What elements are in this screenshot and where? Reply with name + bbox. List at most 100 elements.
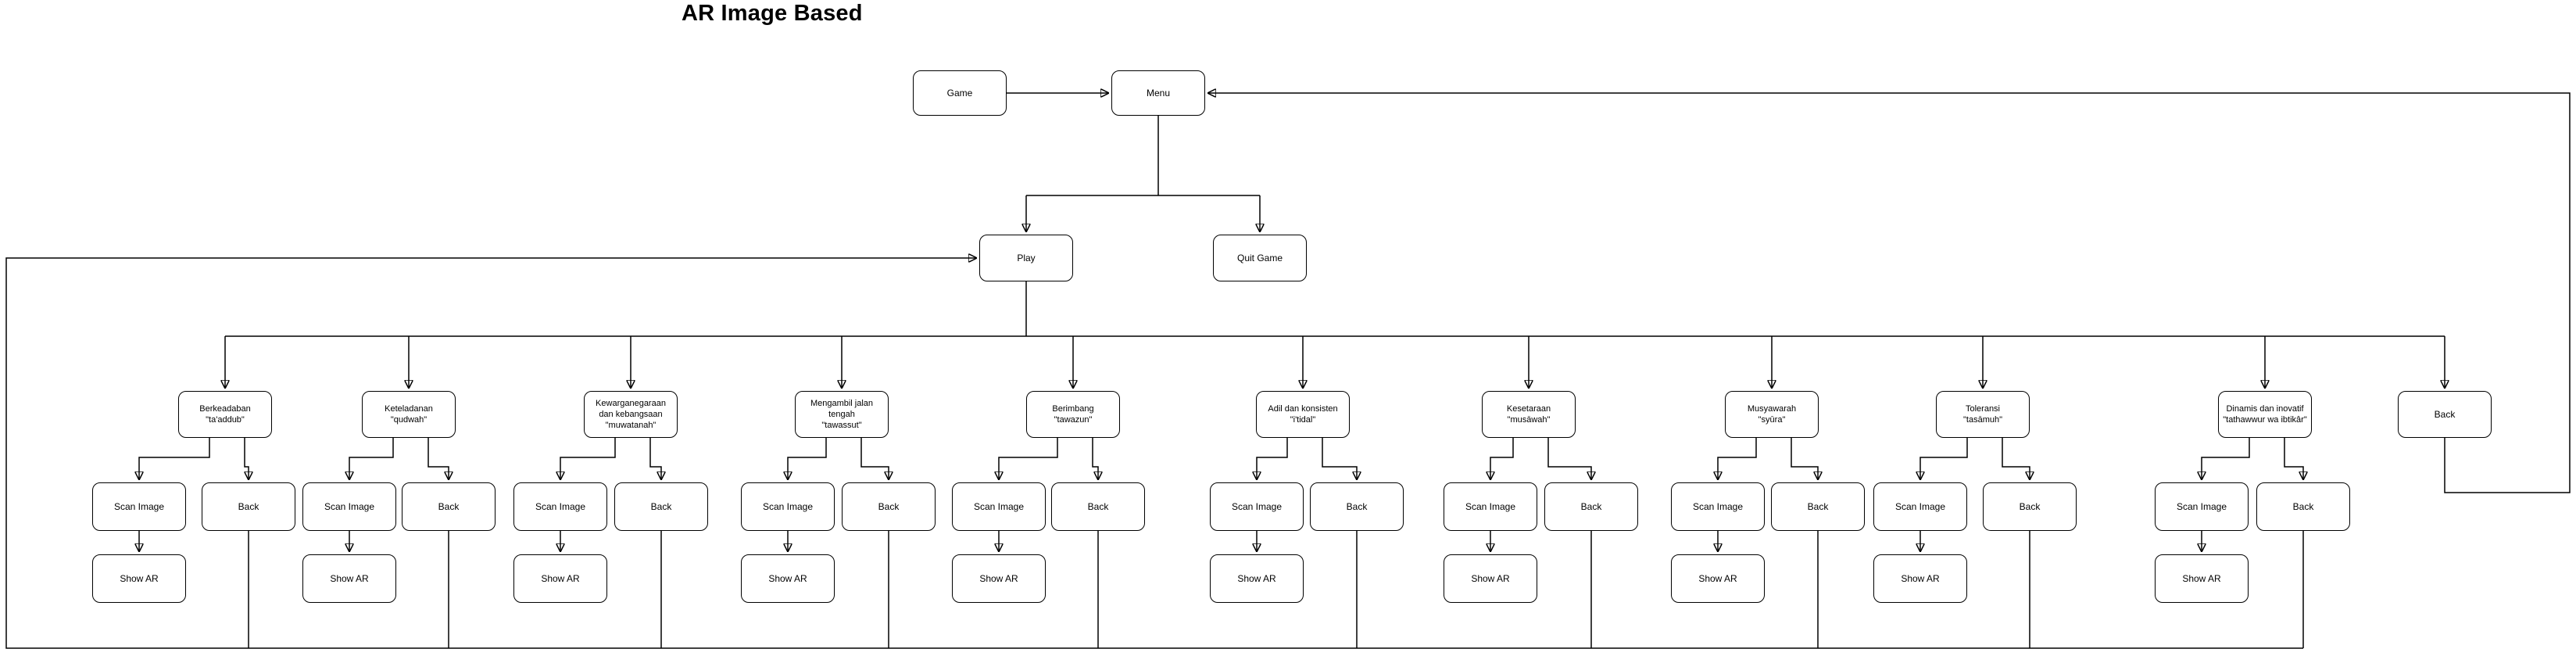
node-back-10-label: Back — [2292, 500, 2314, 512]
edge-cat6-to-back — [1322, 438, 1357, 479]
node-cat-9-label: "tasāmuh" — [1963, 415, 2002, 425]
node-cat-5: Berimbang"tawazun" — [1026, 391, 1120, 438]
edge-cat2-to-back — [428, 438, 449, 479]
node-menu: Menu — [1111, 70, 1205, 116]
edge-cat6-to-scan — [1257, 438, 1288, 479]
node-back-2-label: Back — [438, 500, 460, 512]
node-cat-5-label: Berimbang — [1052, 404, 1094, 414]
edge-cat10-to-back — [2284, 438, 2303, 479]
node-scan-10: Scan Image — [2155, 482, 2249, 531]
node-scan-3-label: Scan Image — [535, 500, 586, 512]
node-show-3: Show AR — [513, 554, 607, 603]
node-show-8: Show AR — [1671, 554, 1765, 603]
node-scan-5-label: Scan Image — [973, 500, 1025, 512]
edge-rail-to-play — [5, 258, 2303, 649]
node-show-5: Show AR — [952, 554, 1046, 603]
edge-cat5-to-scan — [999, 438, 1058, 479]
node-cat-6: Adil dan konsisten"i'tidal" — [1256, 391, 1350, 438]
edge-cat4-to-scan — [788, 438, 827, 479]
node-scan-7: Scan Image — [1444, 482, 1537, 531]
node-scan-4-label: Scan Image — [762, 500, 814, 512]
node-back-4: Back — [842, 482, 936, 531]
node-back-main-label: Back — [2434, 408, 2456, 420]
node-cat-8-label: Musyawarah — [1747, 404, 1797, 414]
node-cat-5-label: "tawazun" — [1054, 415, 1093, 425]
node-back-6-label: Back — [1346, 500, 1368, 512]
node-cat-1-label: "ta'addub" — [206, 415, 245, 425]
node-game-label: Game — [946, 87, 973, 99]
node-cat-4-label: Mengambil jalan — [810, 399, 874, 408]
node-back-7-label: Back — [1580, 500, 1602, 512]
node-scan-6: Scan Image — [1210, 482, 1304, 531]
node-cat-6-label: "i'tidal" — [1290, 415, 1316, 425]
node-show-2: Show AR — [302, 554, 396, 603]
node-back-main: Back — [2398, 391, 2492, 438]
node-back-3: Back — [614, 482, 708, 531]
node-scan-8: Scan Image — [1671, 482, 1765, 531]
node-back-5: Back — [1051, 482, 1145, 531]
node-show-4: Show AR — [741, 554, 835, 603]
node-cat-2: Keteladanan"qudwah" — [362, 391, 456, 438]
node-cat-7-label: Kesetaraan — [1506, 404, 1551, 414]
node-cat-8-label: "syūra" — [1758, 415, 1786, 425]
node-back-7: Back — [1544, 482, 1638, 531]
node-cat-10-label: Dinamis dan inovatif — [2226, 404, 2304, 414]
node-scan-9-label: Scan Image — [1894, 500, 1946, 512]
node-back-5-label: Back — [1087, 500, 1109, 512]
edge-cat1-to-back — [244, 438, 249, 479]
node-play-label: Play — [1017, 252, 1036, 263]
node-show-9: Show AR — [1873, 554, 1967, 603]
node-cat-1-label: Berkeadaban — [199, 404, 251, 414]
node-cat-9: Toleransi"tasāmuh" — [1936, 391, 2030, 438]
node-show-10-label: Show AR — [2182, 572, 2221, 584]
node-quit-game: Quit Game — [1213, 235, 1307, 281]
node-scan-10-label: Scan Image — [2176, 500, 2227, 512]
node-game: Game — [913, 70, 1007, 116]
node-scan-4: Scan Image — [741, 482, 835, 531]
node-scan-3: Scan Image — [513, 482, 607, 531]
edge-cat9-to-scan — [1920, 438, 1968, 479]
node-back-6: Back — [1310, 482, 1404, 531]
node-scan-9: Scan Image — [1873, 482, 1967, 531]
edge-cat9-to-back — [2002, 438, 2030, 479]
node-scan-7-label: Scan Image — [1465, 500, 1516, 512]
node-quit-game-label: Quit Game — [1236, 252, 1283, 263]
page-title: AR Image Based — [682, 1, 863, 26]
edge-cat5-to-back — [1092, 438, 1098, 479]
node-cat-7: Kesetaraan"musāwah" — [1482, 391, 1576, 438]
node-scan-2-label: Scan Image — [324, 500, 375, 512]
node-scan-5: Scan Image — [952, 482, 1046, 531]
edge-cat3-to-scan — [560, 438, 616, 479]
node-back-2: Back — [402, 482, 496, 531]
edge-cat8-to-scan — [1718, 438, 1757, 479]
node-back-1: Back — [202, 482, 295, 531]
node-back-10: Back — [2256, 482, 2350, 531]
node-cat-9-label: Toleransi — [1965, 404, 2001, 414]
node-show-6: Show AR — [1210, 554, 1304, 603]
node-cat-3-label: Kewarganegaraan — [596, 399, 666, 408]
node-back-8: Back — [1771, 482, 1865, 531]
node-show-7-label: Show AR — [1471, 572, 1510, 584]
node-scan-6-label: Scan Image — [1231, 500, 1283, 512]
node-cat-4-label: "tawassut" — [821, 421, 862, 430]
edge-cat3-to-back — [649, 438, 661, 479]
node-cat-6-label: Adil dan konsisten — [1268, 404, 1338, 414]
node-cat-3-label: dan kebangsaan — [599, 410, 663, 419]
node-show-6-label: Show AR — [1237, 572, 1276, 584]
edge-cat7-to-back — [1547, 438, 1591, 479]
node-back-3-label: Back — [650, 500, 672, 512]
edge-cat7-to-scan — [1490, 438, 1514, 479]
edge-cat10-to-scan — [2202, 438, 2250, 479]
node-back-1-label: Back — [238, 500, 259, 512]
node-show-10: Show AR — [2155, 554, 2249, 603]
edge-cat8-to-back — [1791, 438, 1818, 479]
node-show-2-label: Show AR — [330, 572, 369, 584]
node-back-8-label: Back — [1807, 500, 1829, 512]
node-cat-1: Berkeadaban"ta'addub" — [178, 391, 272, 438]
node-show-7: Show AR — [1444, 554, 1537, 603]
node-show-1: Show AR — [92, 554, 186, 603]
node-scan-1: Scan Image — [92, 482, 186, 531]
